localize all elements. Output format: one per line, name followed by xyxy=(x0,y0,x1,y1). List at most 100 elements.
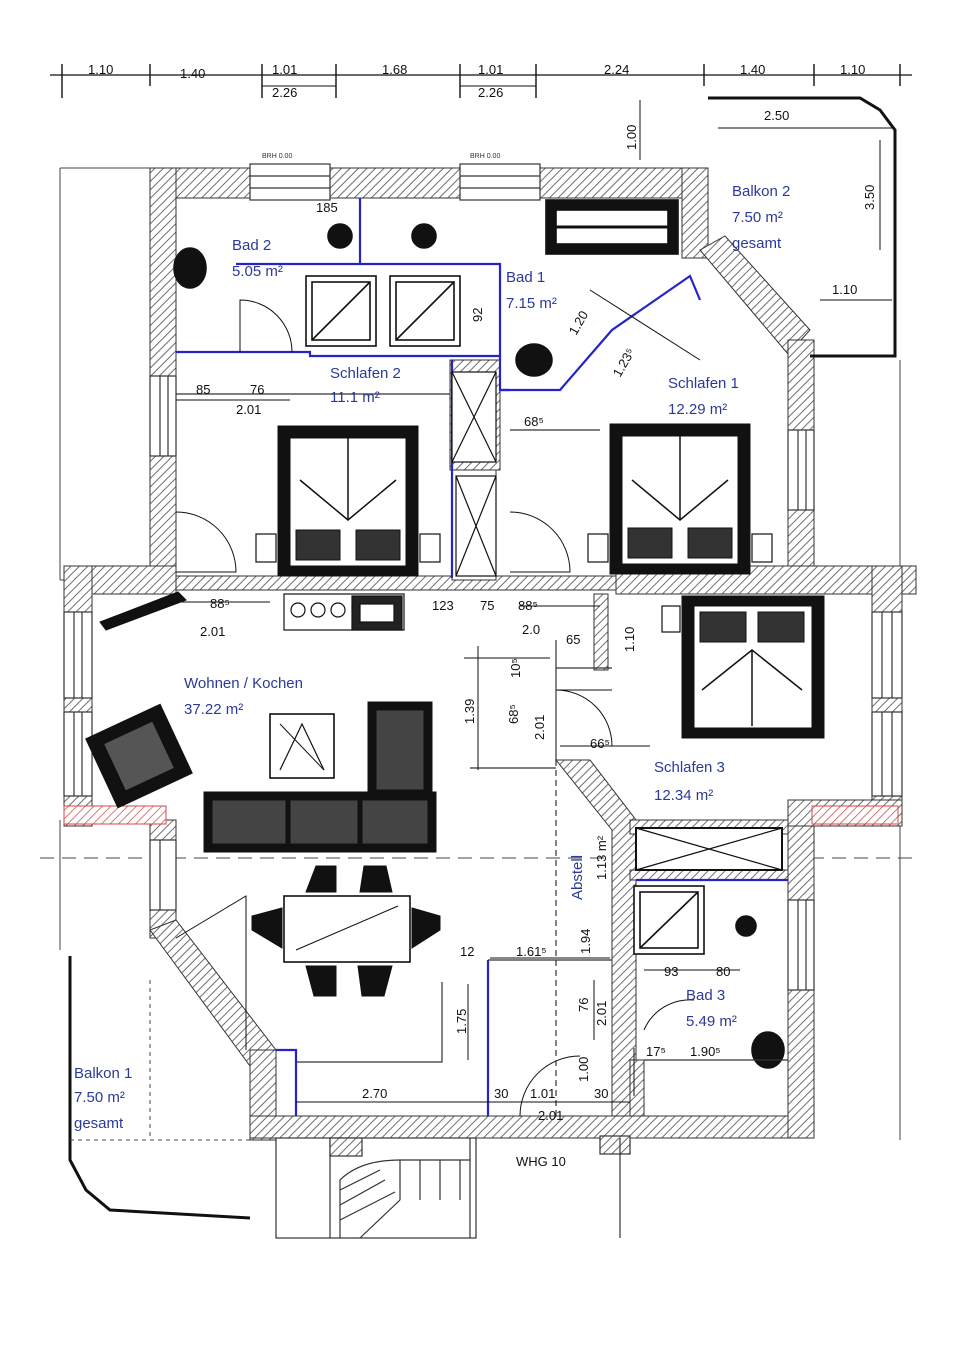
dim-76-b: 76 xyxy=(576,998,591,1012)
dim-201-d: 2.01 xyxy=(594,1001,609,1026)
balkon-2-dim-side: 1.10 xyxy=(832,282,857,297)
dim-110: 1.10 xyxy=(622,627,637,652)
sink-bad3 xyxy=(735,915,757,937)
balkon-2-dim-top: 1.00 xyxy=(624,125,639,150)
dim-194: 1.94 xyxy=(578,929,593,954)
living-furniture xyxy=(85,591,441,997)
wardrobes xyxy=(451,371,783,871)
top-dim-7: 1.40 xyxy=(740,62,765,77)
room-schlafen2-area: 11.1 m² xyxy=(330,389,380,406)
dim-123: 123 xyxy=(432,598,454,613)
room-bad1-name: Bad 1 xyxy=(506,269,545,286)
doors xyxy=(175,299,695,1117)
room-bad3-area: 5.49 m² xyxy=(686,1013,737,1030)
top-dim-2: 1.40 xyxy=(180,66,205,81)
dim-93: 93 xyxy=(664,964,678,979)
room-schlafen1-name: Schlafen 1 xyxy=(668,375,739,392)
dim-68: 68⁵ xyxy=(506,704,521,724)
dimension-lines xyxy=(176,289,740,1103)
bed-schlafen2 xyxy=(255,425,441,577)
internal-lines xyxy=(176,393,788,1116)
balkon-2-name: Balkon 2 xyxy=(732,183,790,200)
dim-139: 1.39 xyxy=(462,699,477,724)
top-dim-1: 1.10 xyxy=(88,62,113,77)
dim-201-a: 2.01 xyxy=(236,402,261,417)
dim-201-e: 2.01 xyxy=(538,1108,563,1123)
dim-88-b: 88⁵ xyxy=(518,598,538,613)
balkon-2-dim-depth: 3.50 xyxy=(862,185,877,210)
dim-101: 1.01 xyxy=(530,1086,555,1101)
kitchen-counter xyxy=(283,593,405,631)
dim-123-b: 1.23⁵ xyxy=(610,345,638,379)
balkon-2-note: gesamt xyxy=(732,235,782,252)
top-dimension-chain: 1.10 1.40 1.01 1.68 1.01 2.24 1.40 1.10 … xyxy=(50,62,912,100)
room-bad1-area: 7.15 m² xyxy=(506,295,557,312)
dim-20: 2.0 xyxy=(522,622,540,637)
room-wohnen-area: 37.22 m² xyxy=(184,701,243,718)
unit-label: WHG 10 xyxy=(516,1154,566,1169)
room-bad2-name: Bad 2 xyxy=(232,237,271,254)
dim-190: 1.90⁵ xyxy=(690,1044,721,1059)
room-abstell-area: 1.13 m² xyxy=(594,835,609,880)
room-bad2-area: 5.05 m² xyxy=(232,263,283,280)
dim-10: 10⁵ xyxy=(508,658,523,678)
toilet-bad1 xyxy=(515,343,553,377)
dim-76: 76 xyxy=(250,382,264,397)
dim-75: 75 xyxy=(480,598,494,613)
demolition-walls xyxy=(63,805,899,825)
toilet-bad2 xyxy=(173,247,207,289)
top-dim-3: 1.01 xyxy=(272,62,297,77)
dim-185: 185 xyxy=(316,200,338,215)
room-wohnen-name: Wohnen / Kochen xyxy=(184,675,303,692)
bed-schlafen3 xyxy=(661,595,825,739)
sink-bad2 xyxy=(327,223,353,249)
toilet-bad3 xyxy=(751,1031,785,1069)
dim-161: 1.61⁵ xyxy=(516,944,547,959)
dim-270: 2.70 xyxy=(362,1086,387,1101)
dim-100: 1.00 xyxy=(576,1057,591,1082)
dim-175: 1.75 xyxy=(454,1009,469,1034)
top-dim-6: 2.24 xyxy=(604,62,629,77)
bathroom-fixtures xyxy=(173,199,785,1069)
dim-80: 80 xyxy=(716,964,730,979)
sink-bad1 xyxy=(411,223,437,249)
balkon-1-note: gesamt xyxy=(74,1115,124,1132)
dim-30-a: 30 xyxy=(494,1086,508,1101)
balkon-2-area: 7.50 m² xyxy=(732,209,783,226)
dim-68-bad: 68⁵ xyxy=(524,414,544,429)
dim-12: 12 xyxy=(460,944,474,959)
balkon-2-dim-width: 2.50 xyxy=(764,108,789,123)
shower-bad2 xyxy=(305,275,377,347)
dim-30-b: 30 xyxy=(594,1086,608,1101)
balkon-1 xyxy=(68,956,251,1220)
room-schlafen1-area: 12.29 m² xyxy=(668,401,727,418)
balkon-2 xyxy=(708,96,897,358)
dim-92: 92 xyxy=(470,308,485,322)
room-schlafen3-name: Schlafen 3 xyxy=(654,759,725,776)
dim-88-a: 88⁵ xyxy=(210,596,230,611)
shower-bad1 xyxy=(389,275,461,347)
dim-120: 1.20 xyxy=(566,308,592,337)
top-dim-4: 1.68 xyxy=(382,62,407,77)
top-dim-sub-1: 2.26 xyxy=(272,85,297,100)
top-dim-5: 1.01 xyxy=(478,62,503,77)
windows xyxy=(63,163,903,991)
balkon-1-area: 7.50 m² xyxy=(74,1089,125,1106)
dim-17: 17⁵ xyxy=(646,1044,666,1059)
balkon-1-name: Balkon 1 xyxy=(74,1065,132,1082)
room-schlafen3-area: 12.34 m² xyxy=(654,787,713,804)
dim-201-b: 2.01 xyxy=(200,624,225,639)
brh-note-2: BRH 0.00 xyxy=(470,153,500,160)
room-bad3-name: Bad 3 xyxy=(686,987,725,1004)
brh-note-1: BRH 0.00 xyxy=(262,153,292,160)
bathtub-bad1 xyxy=(545,199,679,255)
dim-85: 85 xyxy=(196,382,210,397)
shower-bad3 xyxy=(633,885,705,955)
top-dim-sub-2: 2.26 xyxy=(478,85,503,100)
top-dim-8: 1.10 xyxy=(840,62,865,77)
room-schlafen2-name: Schlafen 2 xyxy=(330,365,401,382)
staircase xyxy=(275,1135,631,1239)
balkon-2-dims xyxy=(639,100,892,301)
dim-66: 66⁵ xyxy=(590,736,610,751)
